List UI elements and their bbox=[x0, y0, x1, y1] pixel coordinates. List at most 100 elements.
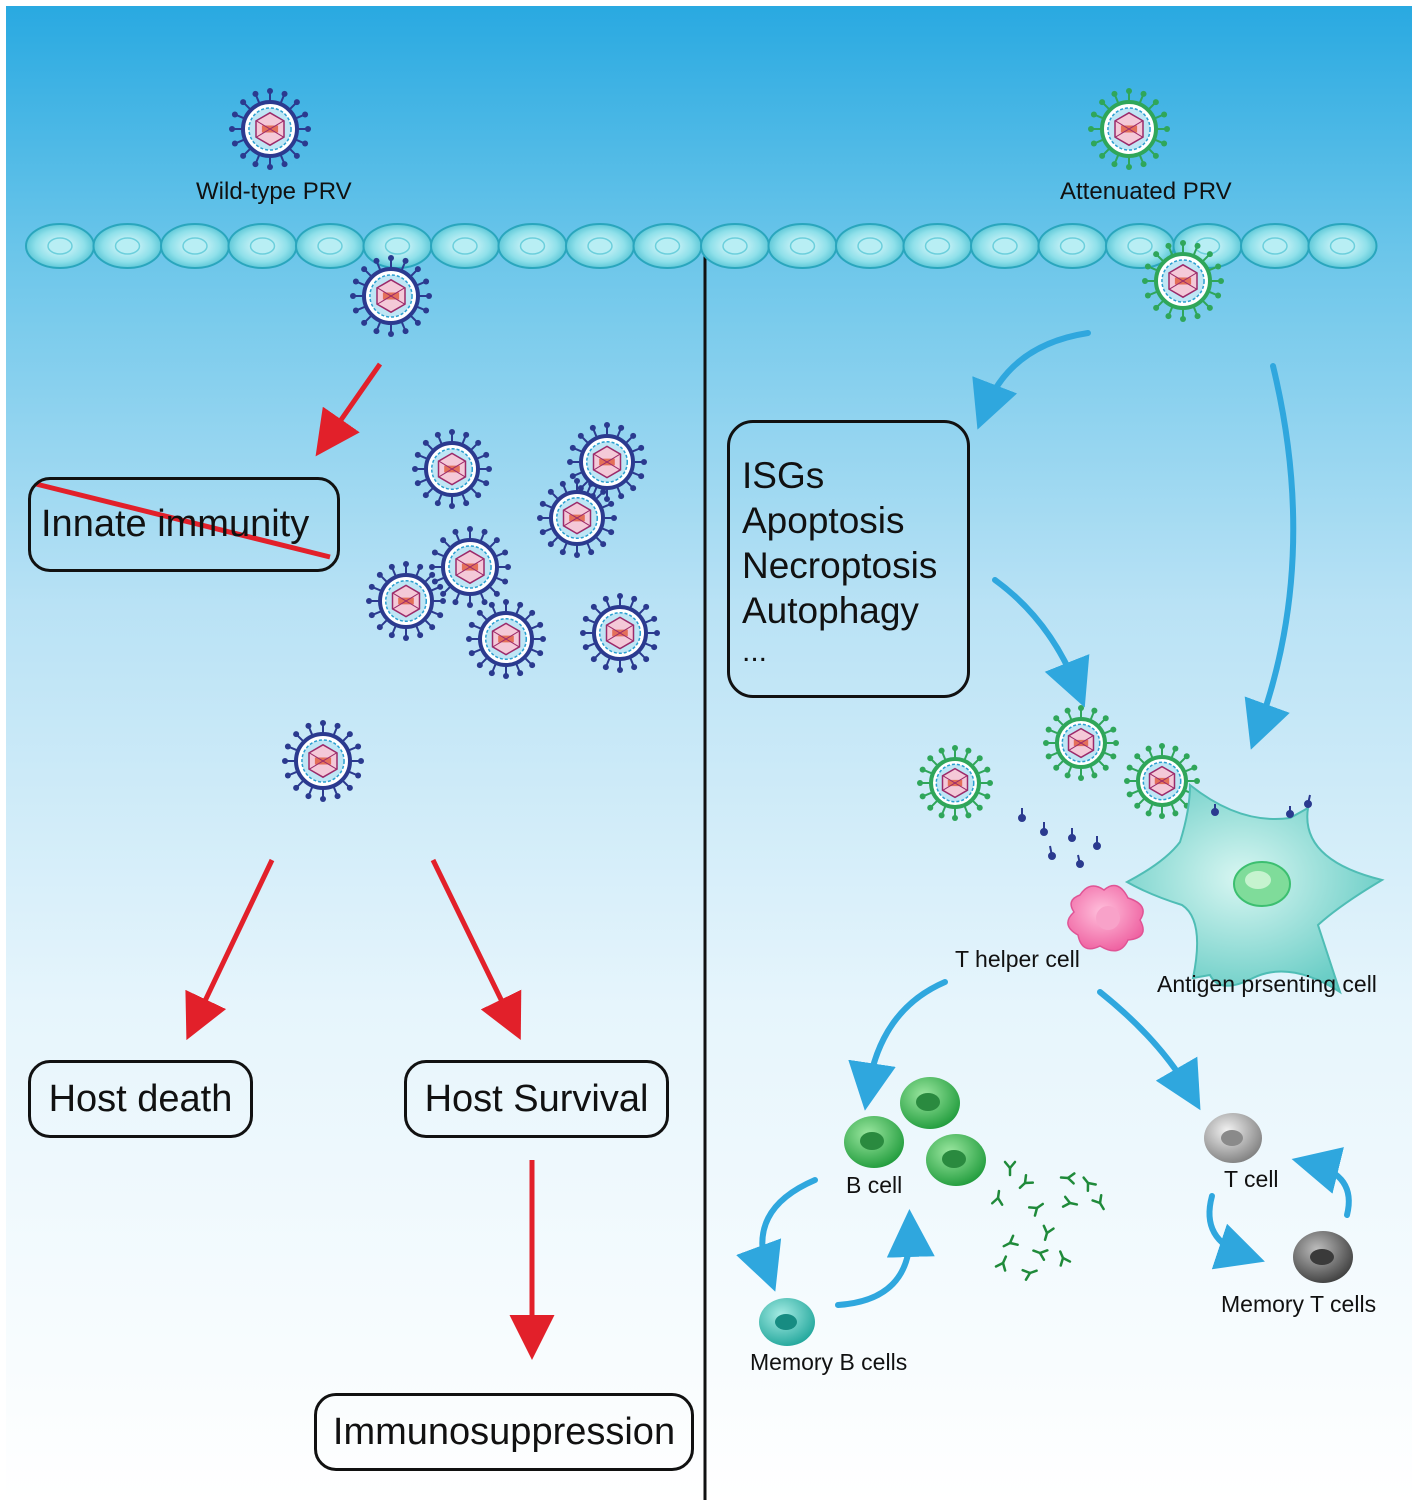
antigen-fragments bbox=[1018, 794, 1312, 868]
t-cell-label: T cell bbox=[1224, 1166, 1279, 1192]
antibody-icon bbox=[1021, 1268, 1038, 1281]
host-death-box: Host death bbox=[28, 1060, 253, 1138]
antibody-icon bbox=[1082, 1176, 1097, 1193]
epithelial-cell bbox=[295, 223, 365, 269]
antibody-icon bbox=[1042, 1224, 1055, 1241]
arrow-to-responses bbox=[972, 330, 1091, 430]
arrow-to-host-survival bbox=[430, 858, 522, 1040]
wild-type-virus-icon bbox=[229, 88, 311, 170]
t-cell bbox=[1204, 1113, 1262, 1163]
attenuated-prv-label: Attenuated PRV bbox=[1060, 178, 1232, 205]
attenuated-virus bbox=[1043, 705, 1119, 781]
antibody-icon bbox=[1061, 1195, 1079, 1208]
t-helper-cell-label: T helper cell bbox=[955, 946, 1080, 972]
memory-b-cells-label: Memory B cells bbox=[750, 1349, 908, 1375]
epithelial-cell bbox=[1037, 223, 1108, 269]
b-cell-1 bbox=[900, 1077, 960, 1129]
b-cell-2 bbox=[844, 1116, 904, 1168]
antibody-icon bbox=[990, 1189, 1004, 1206]
epithelial-cell bbox=[1240, 223, 1310, 269]
antigen-presenting-cell bbox=[1124, 782, 1385, 995]
antibody-icon bbox=[1059, 1250, 1072, 1267]
wild-type-virus-entering bbox=[350, 255, 432, 337]
antibodies bbox=[990, 1160, 1105, 1281]
antibody-icon bbox=[1091, 1194, 1105, 1211]
epithelial-cell bbox=[430, 223, 500, 269]
arrow-memory-t-to-t bbox=[1291, 1147, 1352, 1218]
attenuated-virus bbox=[917, 745, 993, 821]
response-isgs: ISGs bbox=[742, 455, 825, 496]
arrow-to-host-death bbox=[185, 858, 275, 1041]
blue-arrows bbox=[736, 330, 1352, 1308]
immunosuppression-box: Immunosuppression bbox=[314, 1393, 694, 1471]
response-autophagy: Autophagy bbox=[742, 590, 919, 631]
b-cells bbox=[844, 1077, 986, 1186]
antibody-icon bbox=[1002, 1234, 1019, 1248]
response-ellipsis: ... bbox=[742, 635, 768, 668]
antigen-presenting-cell-label: Antigen prsenting cell bbox=[1157, 971, 1377, 997]
wild-type-virus bbox=[366, 561, 446, 641]
arrow-to-t-cell bbox=[1097, 989, 1201, 1111]
epithelial-cell bbox=[970, 223, 1040, 269]
attenuated-virus-icon bbox=[1088, 88, 1170, 170]
epithelial-cell bbox=[160, 223, 230, 269]
response-necroptosis: Necroptosis bbox=[742, 545, 938, 586]
host-survival-text: Host Survival bbox=[424, 1077, 649, 1120]
wild-type-virus bbox=[282, 720, 364, 802]
arrow-to-viruses bbox=[992, 577, 1090, 708]
antibody-icon bbox=[1032, 1249, 1049, 1262]
arrow-t-to-memory-t bbox=[1206, 1193, 1265, 1270]
response-apoptosis: Apoptosis bbox=[742, 500, 905, 541]
wild-type-virus bbox=[537, 478, 617, 558]
epithelial-cell bbox=[227, 223, 298, 269]
innate-immunity-box: Innate immunity bbox=[28, 477, 340, 572]
antibody-icon bbox=[1027, 1202, 1044, 1217]
epithelial-cell bbox=[835, 223, 905, 269]
arrow-to-b-cells bbox=[848, 979, 948, 1111]
epithelial-cell bbox=[632, 223, 703, 269]
host-death-text: Host death bbox=[48, 1077, 233, 1120]
attenuated-virus bbox=[1124, 743, 1200, 819]
memory-t-cells-label: Memory T cells bbox=[1221, 1291, 1377, 1317]
epithelial-cell bbox=[1307, 223, 1378, 269]
host-survival-box: Host Survival bbox=[404, 1060, 669, 1138]
innate-strike-line bbox=[35, 481, 331, 560]
epithelial-cell bbox=[767, 223, 838, 269]
antibody-icon bbox=[1003, 1160, 1017, 1177]
wild-type-virus bbox=[466, 599, 546, 679]
memory-t-cell bbox=[1293, 1231, 1353, 1283]
arrow-to-innate bbox=[315, 362, 383, 457]
wild-type-prv-label: Wild-type PRV bbox=[196, 178, 352, 205]
t-helper-cell bbox=[1067, 884, 1144, 952]
b-cell-3 bbox=[926, 1134, 986, 1186]
epithelial-cell bbox=[25, 223, 95, 269]
epithelial-cell bbox=[902, 223, 973, 269]
antibody-icon bbox=[1018, 1174, 1035, 1190]
arrow-memory-b-to-b bbox=[835, 1209, 935, 1308]
wild-type-virus bbox=[412, 429, 492, 509]
innate-immunity-text: Innate immunity bbox=[41, 503, 310, 545]
arrow-b-to-memory-b bbox=[736, 1177, 818, 1292]
epithelial-cell bbox=[497, 223, 568, 269]
epithelial-cell bbox=[565, 223, 635, 269]
memory-b-cell bbox=[759, 1298, 815, 1346]
arrow-to-apc bbox=[1244, 363, 1297, 750]
epithelial-cell bbox=[362, 223, 433, 269]
epithelial-cell bbox=[92, 223, 163, 269]
antibody-icon bbox=[1059, 1172, 1076, 1185]
red-arrows bbox=[185, 362, 555, 1360]
wild-type-virus bbox=[567, 422, 647, 502]
b-cell-label: B cell bbox=[846, 1172, 903, 1198]
host-responses-list: ISGs Apoptosis Necroptosis Autophagy ... bbox=[742, 453, 937, 671]
virus-particles bbox=[229, 88, 1224, 821]
epithelial-cell bbox=[700, 223, 770, 269]
immunosuppression-text: Immunosuppression bbox=[332, 1410, 676, 1453]
antibody-icon bbox=[994, 1255, 1008, 1272]
attenuated-virus-entering bbox=[1142, 240, 1224, 322]
host-responses-box: ISGs Apoptosis Necroptosis Autophagy ... bbox=[727, 420, 970, 698]
wild-type-virus bbox=[580, 593, 660, 673]
wild-type-virus bbox=[429, 526, 511, 608]
epithelial-layer bbox=[25, 223, 1378, 269]
